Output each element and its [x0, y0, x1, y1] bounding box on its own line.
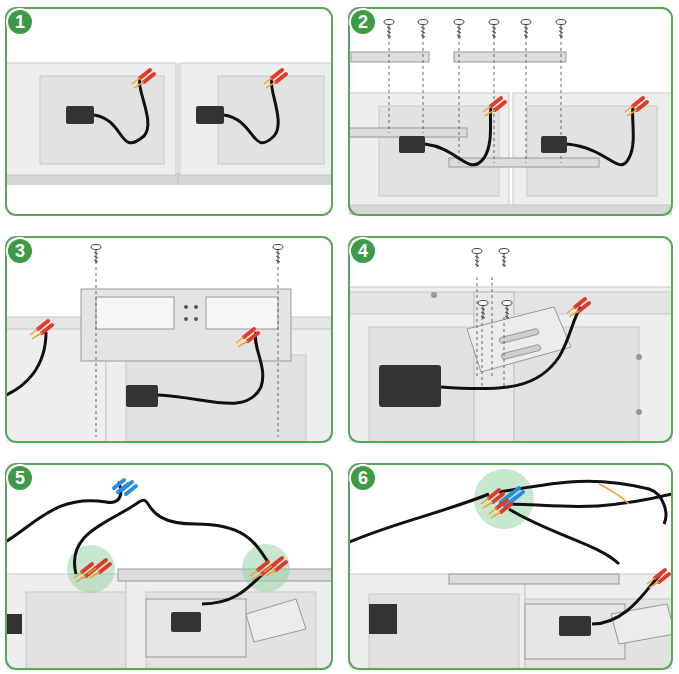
callout-number: 3	[6, 237, 34, 265]
callout-number: 6	[349, 464, 377, 492]
callout-number: 4	[349, 237, 377, 265]
callout-number: 2	[349, 8, 377, 36]
callout-number: 1	[6, 8, 34, 36]
callout-number: 5	[6, 464, 34, 492]
